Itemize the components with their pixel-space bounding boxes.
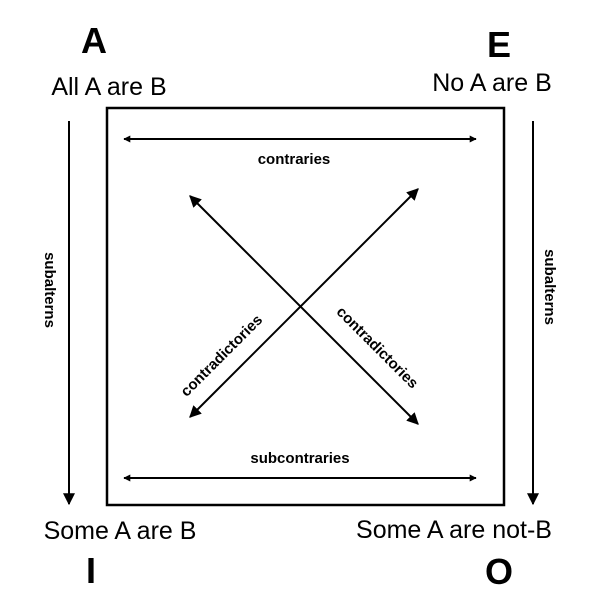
statement-e: No A are B	[432, 69, 552, 97]
statement-a: All A are B	[51, 73, 166, 101]
contradictories-arrow-rising	[189, 188, 419, 418]
label-subalterns-left: subalterns	[41, 252, 58, 328]
corner-letter-i: I	[86, 550, 96, 591]
statement-i: Some A are B	[44, 517, 197, 545]
label-contraries: contraries	[258, 151, 331, 168]
corner-letter-e: E	[487, 24, 511, 65]
corner-letter-o: O	[485, 551, 513, 592]
statement-o: Some A are not-B	[356, 516, 552, 544]
label-contradictories-rising: contradictories	[177, 311, 266, 400]
corner-letter-a: A	[81, 20, 107, 61]
label-contradictories-falling: contradictories	[333, 303, 422, 392]
square-frame	[105, 106, 506, 507]
label-subalterns-right: subalterns	[541, 249, 558, 325]
contradictories-arrow-falling	[189, 195, 419, 425]
label-subcontraries: subcontraries	[250, 450, 349, 467]
